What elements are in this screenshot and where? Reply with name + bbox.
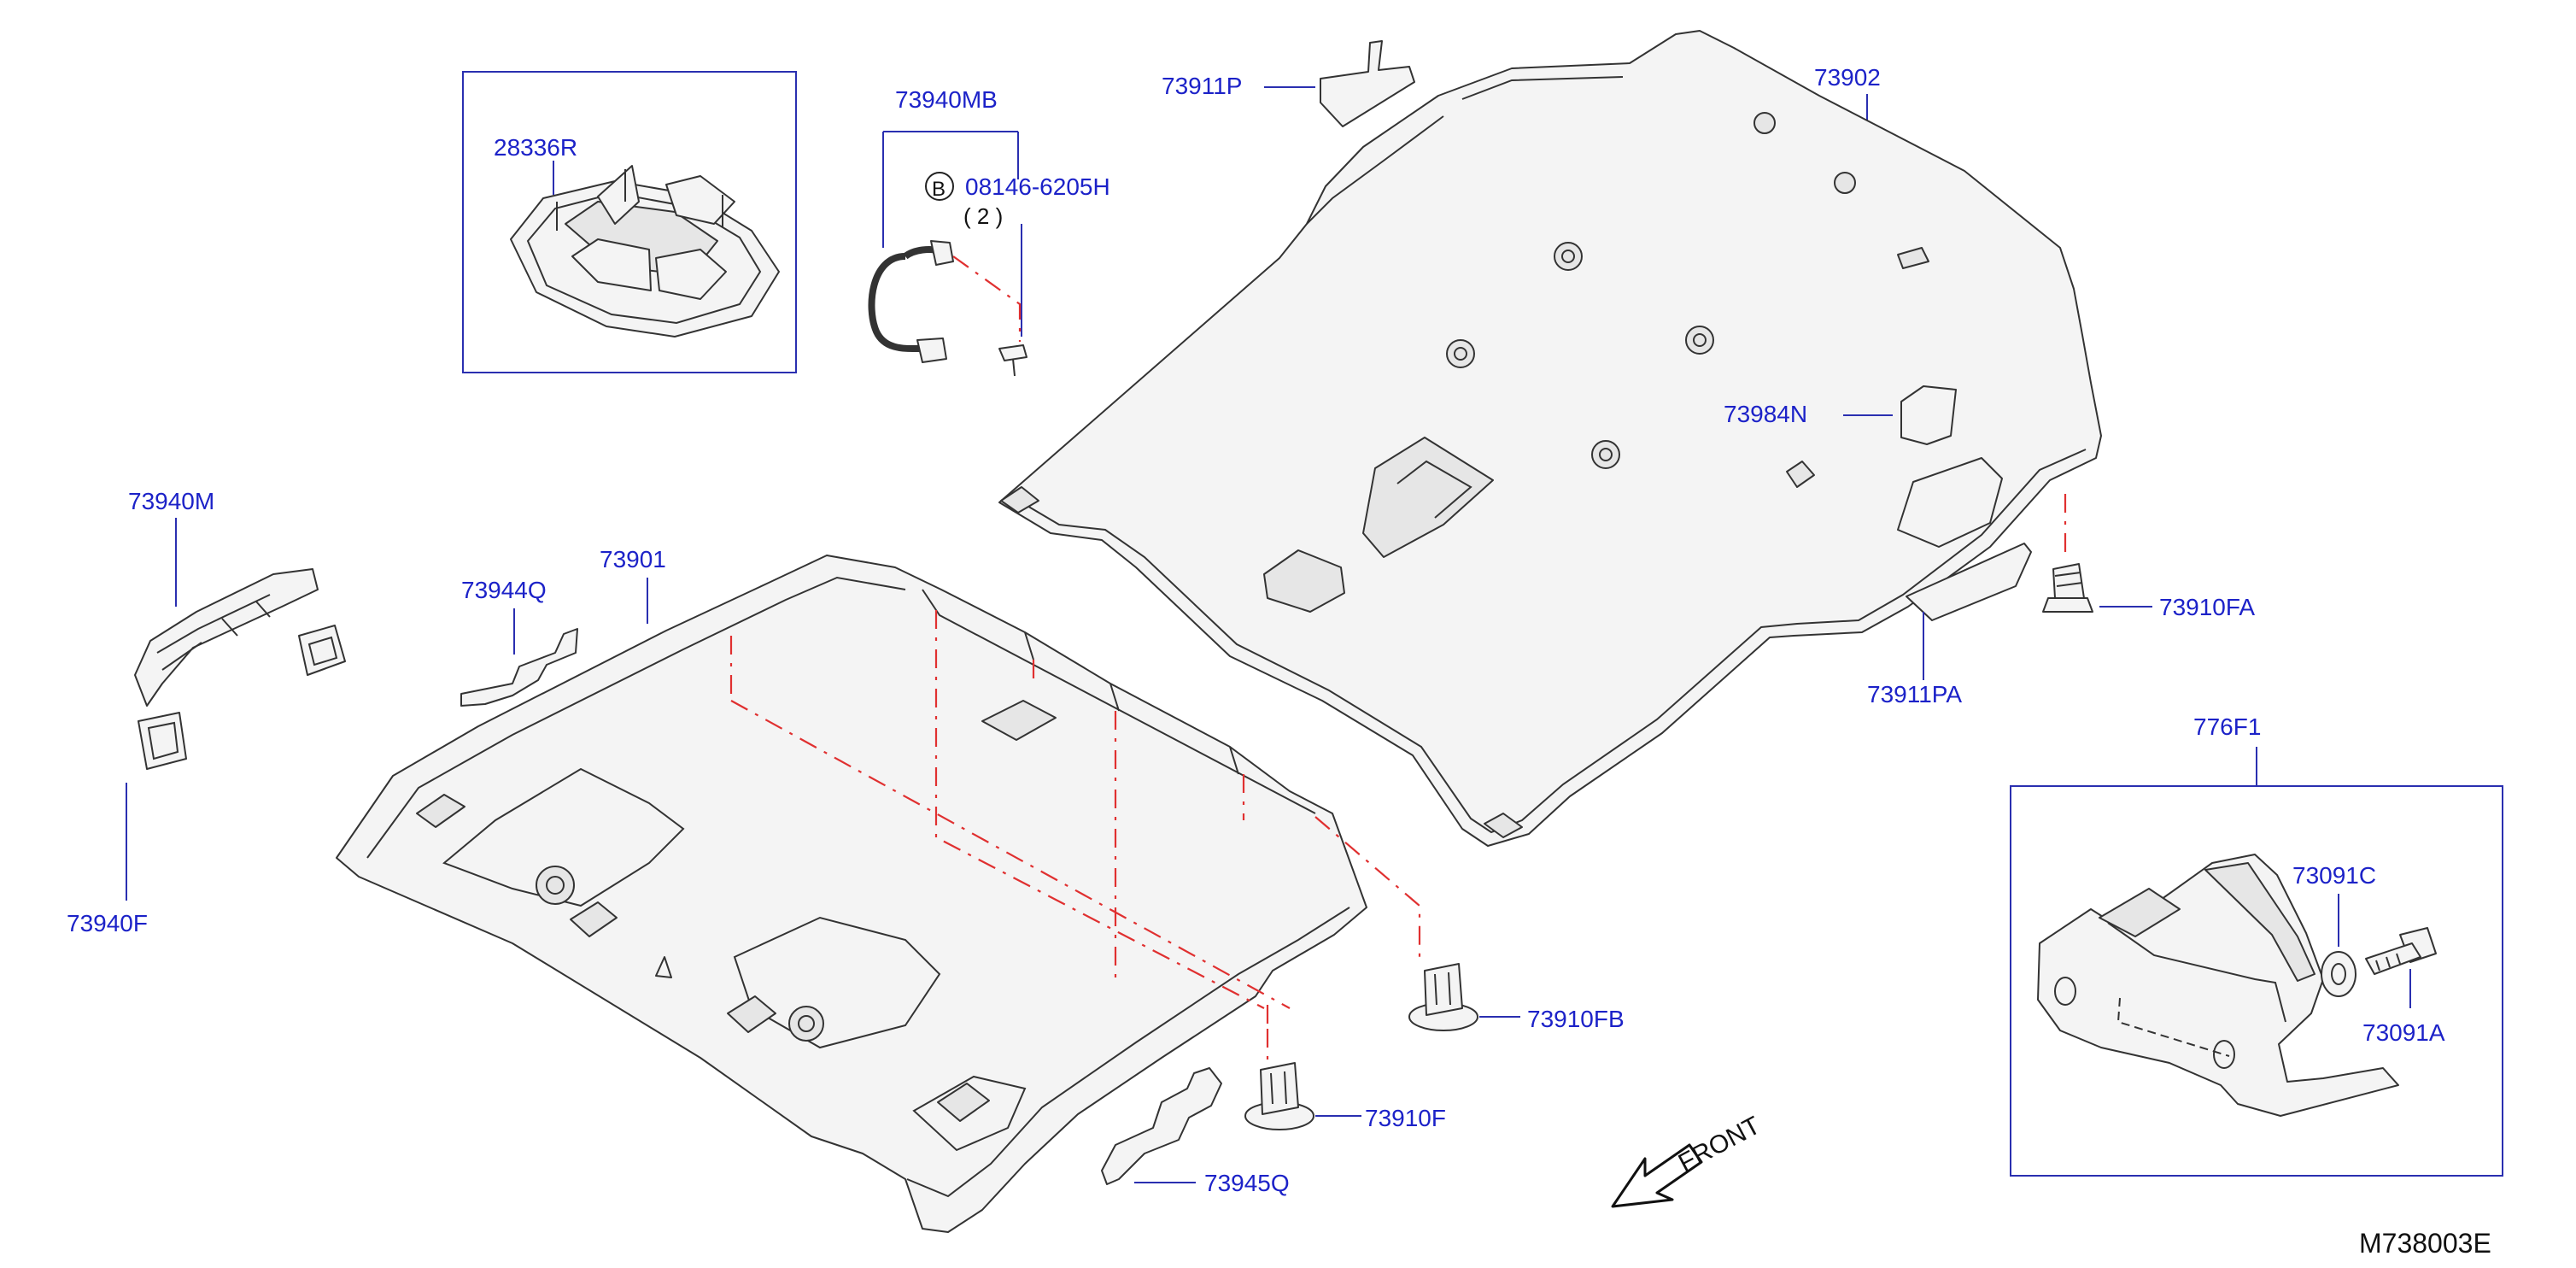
label-73910FA: 73910FA [2159,594,2255,620]
front-label: FRONT [1674,1112,1765,1178]
part-73091A-bolt [2365,927,2437,975]
assembly-lines-73901 [729,610,1421,1060]
label-73910F: 73910F [1365,1105,1446,1131]
part-73940MB-drawing [868,240,954,363]
label-73944Q: 73944Q [461,577,547,603]
label-73901: 73901 [600,546,666,572]
label-73940MB: 73940MB [895,86,998,113]
label-73911PA: 73911PA [1867,681,1962,707]
label-776F1: 776F1 [2193,713,2261,740]
part-73940M-drawing [134,568,346,770]
label-28336R: 28336R [494,134,577,161]
label-bolt-qty: ( 2 ) [963,203,1003,229]
label-73902: 73902 [1814,64,1881,91]
part-73910FB-drawing [1408,963,1478,1031]
leader-73940MB [882,131,1019,248]
bolt-badge-letter: B [932,178,946,201]
bolt-badge-circle [925,172,954,201]
part-73910FA-drawing [2042,563,2093,613]
part-73944Q-drawing [460,628,578,707]
part-73902-drawing [998,30,2102,847]
part-73984N-drawing [1900,385,1957,445]
label-73945Q: 73945Q [1204,1170,1290,1196]
part-73945Q-drawing [1101,1067,1222,1185]
part-73901-drawing [336,555,1367,1233]
label-73091A: 73091A [2362,1019,2445,1046]
part-776F1-drawing [2037,854,2399,1117]
label-73910FB: 73910FB [1527,1006,1625,1032]
part-73091C-washer [2321,951,2356,997]
label-73940F: 73940F [67,910,148,936]
label-73984N: 73984N [1724,401,1807,427]
part-73911P-drawing [1320,40,1415,127]
part-73911PA-drawing [1906,543,2032,621]
part-73910F-drawing [1244,1062,1314,1130]
front-arrow-icon [1611,1143,1703,1208]
part-28336R-drawing [510,165,780,338]
diagram-code: M738003E [2359,1228,2491,1259]
label-bolt-part: 08146-6205H [965,173,1110,200]
detail-box-28336R [462,71,797,373]
part-bolt-drawing [998,344,1027,377]
assembly-line-harness [952,255,1022,342]
detail-box-776F1 [2010,785,2503,1177]
label-73940M: 73940M [128,488,214,514]
label-73091C: 73091C [2292,862,2376,889]
label-73911P: 73911P [1162,73,1242,99]
